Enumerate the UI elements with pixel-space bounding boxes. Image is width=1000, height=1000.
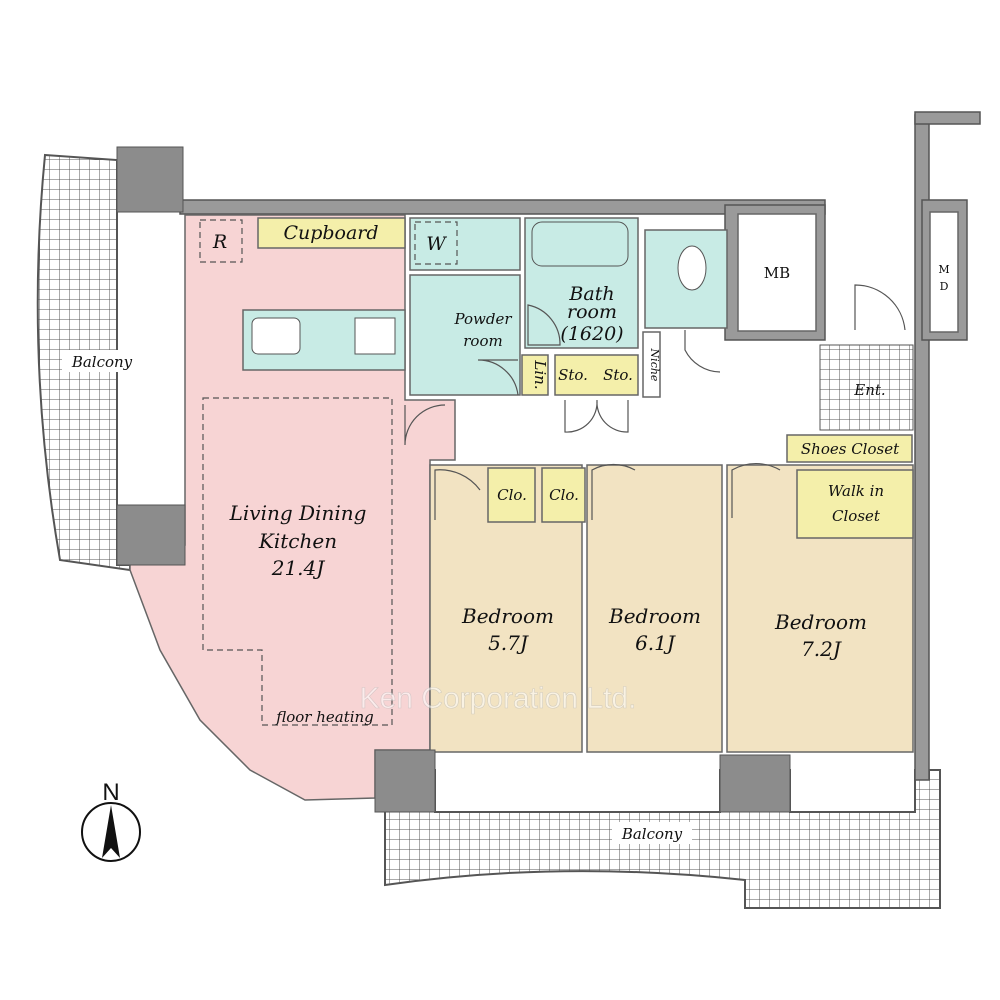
- ldk-label-2: Kitchen: [258, 529, 337, 553]
- door-bath[interactable]: [527, 304, 561, 346]
- stove-icon: [354, 317, 396, 355]
- refrigerator-label: R: [212, 231, 227, 253]
- pillar: [116, 146, 184, 213]
- bath-label-2: room: [567, 301, 617, 323]
- powder-label-2: room: [463, 332, 502, 350]
- pillar: [374, 749, 436, 813]
- md-label-2: D: [940, 280, 949, 293]
- shoes-closet: [786, 434, 913, 463]
- entrance-label: Ent.: [853, 381, 885, 399]
- compass-label: N: [102, 779, 119, 806]
- east-wall-stub: [914, 111, 981, 125]
- storage-closets: [554, 354, 639, 396]
- niche-label: Niche: [648, 348, 661, 382]
- ldk-label-1: Living Dining: [229, 501, 367, 525]
- door-bedroom-1[interactable]: [434, 469, 481, 520]
- washer-space: [414, 221, 458, 265]
- wic-label-1: Walk in: [828, 482, 884, 500]
- balcony-south-label: Balcony: [621, 825, 683, 843]
- closet-2: [541, 467, 586, 523]
- washer-area: [409, 217, 521, 271]
- storage-1-label: Sto.: [558, 366, 588, 384]
- storage-2-label: Sto.: [603, 366, 633, 384]
- floor-heating-label: floor heating: [275, 708, 374, 726]
- bedroom-1-size: 5.7J: [488, 631, 529, 655]
- pillar: [719, 754, 791, 813]
- bathroom: [524, 217, 639, 349]
- bath-label-1: Bath: [568, 283, 614, 305]
- closet-2-label: Clo.: [549, 486, 579, 504]
- door-powder[interactable]: [477, 359, 519, 396]
- linen-label: Lin.: [531, 359, 549, 389]
- niche: [642, 331, 661, 398]
- mb-room: [737, 213, 817, 332]
- floor-heating-area: [202, 397, 393, 726]
- ldk-size: 21.4J: [271, 556, 326, 580]
- toilet-icon: [677, 245, 707, 291]
- bedroom-1-label: Bedroom: [461, 604, 554, 628]
- walk-in-closet: [796, 469, 914, 539]
- door-bedroom-3[interactable]: [731, 463, 781, 518]
- powder-room: [409, 274, 521, 396]
- sink-icon: [251, 317, 301, 355]
- linen-closet: [521, 354, 549, 396]
- shoes-closet-label: Shoes Closet: [801, 440, 900, 458]
- door-toilet[interactable]: [684, 330, 721, 373]
- bath-label-3: (1620): [560, 323, 623, 345]
- bathtub-icon: [531, 221, 629, 267]
- md-label-1: M: [938, 263, 949, 276]
- bedroom-2: [586, 464, 723, 753]
- mb-label: MB: [764, 264, 790, 282]
- closet-1-label: Clo.: [497, 486, 527, 504]
- md-room: [929, 211, 959, 333]
- pillar: [116, 504, 186, 566]
- door-bedroom-2[interactable]: [591, 464, 636, 520]
- entrance: [819, 344, 914, 431]
- watermark: Ken Corporation Ltd.: [360, 682, 637, 715]
- bedroom-2-size: 6.1J: [635, 631, 676, 655]
- powder-label-1: Powder: [453, 310, 512, 328]
- refrigerator-space: [199, 219, 243, 263]
- north-compass-icon: N: [81, 779, 141, 862]
- door-ldk[interactable]: [404, 404, 446, 446]
- closet-1: [487, 467, 536, 523]
- bedroom-3-size: 7.2J: [801, 637, 842, 661]
- bedroom-2-label: Bedroom: [608, 604, 701, 628]
- cupboard: [257, 217, 406, 249]
- balcony-west-label: Balcony: [71, 353, 133, 371]
- door-storage[interactable]: [564, 399, 629, 433]
- front-door[interactable]: [854, 284, 906, 331]
- cupboard-label: Cupboard: [283, 222, 378, 244]
- washer-label: W: [426, 233, 447, 255]
- wic-label-2: Closet: [832, 507, 881, 525]
- bedroom-3-label: Bedroom: [774, 610, 867, 634]
